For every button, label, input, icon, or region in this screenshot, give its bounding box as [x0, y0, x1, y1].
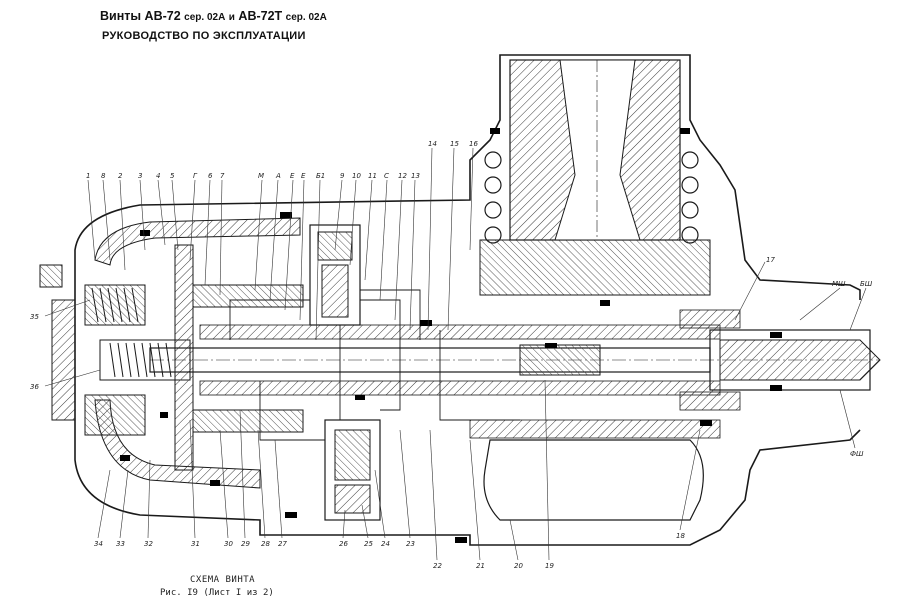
valve-spool-bottom: [334, 429, 371, 481]
callout-6: 6: [208, 172, 213, 180]
figure-caption: СХЕМА ВИНТА Рис. I9 (Лист I из 2): [160, 574, 274, 600]
front-plug: [39, 264, 63, 288]
callout-30: 30: [224, 540, 233, 548]
callout-labels-bottom: 34 33 32 31 30 29 28 27 26 25 24 23 22 2…: [94, 532, 685, 570]
callout-s: С: [384, 172, 389, 180]
callout-33: 33: [116, 540, 125, 548]
callout-a: А: [275, 172, 281, 180]
header-word-vinty: Винты: [100, 9, 142, 23]
callout-20: 20: [514, 562, 523, 570]
callout-8: 8: [101, 172, 106, 180]
callout-labels-side: 35 36 17 МШ БШ ФШ: [30, 256, 873, 458]
callout-35: 35: [30, 313, 39, 321]
leader-lines-top: [87, 147, 474, 341]
valve-spool-top: [321, 264, 349, 318]
lower-rib: [469, 419, 721, 439]
callout-e2: Е: [301, 172, 306, 180]
callout-2: 2: [118, 172, 123, 180]
callout-1: 1: [86, 172, 90, 180]
header-conj: и: [228, 12, 235, 23]
callout-fsh: ФШ: [850, 450, 864, 458]
header-series-2: сер. 02А: [285, 12, 327, 23]
header-model-av72: АВ-72: [144, 9, 181, 23]
document-header: Винты АВ-72 сер. 02А и АВ-72Т сер. 02А Р…: [100, 8, 327, 44]
shaft-sleeve-bottom: [199, 380, 721, 396]
callout-32: 32: [144, 540, 153, 548]
seals: [120, 128, 782, 543]
callout-9: 9: [340, 172, 345, 180]
callout-5: 5: [170, 172, 175, 180]
valve-block-top: [309, 224, 361, 326]
piston-rod-top: [192, 284, 304, 308]
callout-36: 36: [30, 383, 39, 391]
callout-e1: Е: [290, 172, 295, 180]
callout-7: 7: [220, 172, 225, 180]
callout-m: М: [258, 172, 264, 180]
callout-g: Г: [193, 172, 198, 180]
callout-17: 17: [766, 256, 775, 264]
shaft-sleeve-top: [199, 324, 721, 340]
shaft-end-nose: [719, 339, 881, 381]
callout-27: 27: [278, 540, 287, 548]
rear-flange-top: [679, 309, 741, 329]
callout-bsh: БШ: [860, 280, 873, 288]
callout-msh: МШ: [832, 280, 846, 288]
callout-25: 25: [364, 540, 373, 548]
callout-labels-top: 1 8 2 3 4 5 Г 6 7 М А Е Е Б1 9 10 11 С 1…: [86, 140, 478, 180]
callout-26: 26: [339, 540, 348, 548]
callout-4: 4: [156, 172, 160, 180]
header-model-av72t: АВ-72Т: [238, 9, 283, 23]
piston-rod-bottom: [192, 409, 304, 433]
callout-3: 3: [138, 172, 142, 180]
leader-lines-bottom: [97, 379, 701, 561]
transfer-sleeve: [519, 344, 601, 376]
front-cover: [51, 299, 76, 421]
lower-cavity: [483, 439, 704, 521]
caption-figure-number: Рис. I9 (Лист I из 2): [160, 588, 274, 598]
header-series-1: сер. 02А: [184, 12, 226, 23]
hub-outline-bottom: [74, 330, 861, 546]
callout-16: 16: [469, 140, 478, 148]
leader-lines-side: [44, 261, 867, 449]
spring-pack-bottom: [84, 394, 146, 436]
callout-14: 14: [428, 140, 437, 148]
callout-24: 24: [381, 540, 390, 548]
callout-18: 18: [676, 532, 685, 540]
header-title-line: Винты АВ-72 сер. 02А и АВ-72Т сер. 02А: [100, 8, 327, 26]
callout-10: 10: [352, 172, 361, 180]
spring-pack-top: [84, 284, 146, 326]
callout-11: 11: [368, 172, 377, 180]
bearing-balls-right: [681, 151, 699, 244]
callout-b1: Б1: [316, 172, 325, 180]
rear-flange-bottom: [679, 391, 741, 411]
callout-34: 34: [94, 540, 103, 548]
callout-22: 22: [433, 562, 442, 570]
callout-31: 31: [191, 540, 200, 548]
valve-spring-bottom: [334, 484, 371, 514]
bearing-balls-left: [484, 151, 502, 244]
spring-coils-top: [91, 287, 139, 323]
piston-disc: [174, 244, 194, 471]
callout-13: 13: [411, 172, 420, 180]
valve-block-bottom: [324, 419, 381, 521]
callout-23: 23: [406, 540, 415, 548]
callout-21: 21: [476, 562, 485, 570]
hub-outline-top: [74, 54, 861, 330]
callout-28: 28: [261, 540, 270, 548]
cylinder-shell-top: [94, 217, 301, 266]
caption-title: СХЕМА ВИНТА: [190, 575, 256, 585]
header-subtitle: РУКОВОДСТВО ПО ЭКСПЛУАТАЦИИ: [102, 30, 306, 42]
blade-gear-rack: [479, 239, 711, 296]
valve-spring-top: [317, 231, 353, 261]
callout-12: 12: [398, 172, 407, 180]
callout-15: 15: [450, 140, 459, 148]
callout-29: 29: [241, 540, 250, 548]
callout-19: 19: [545, 562, 554, 570]
